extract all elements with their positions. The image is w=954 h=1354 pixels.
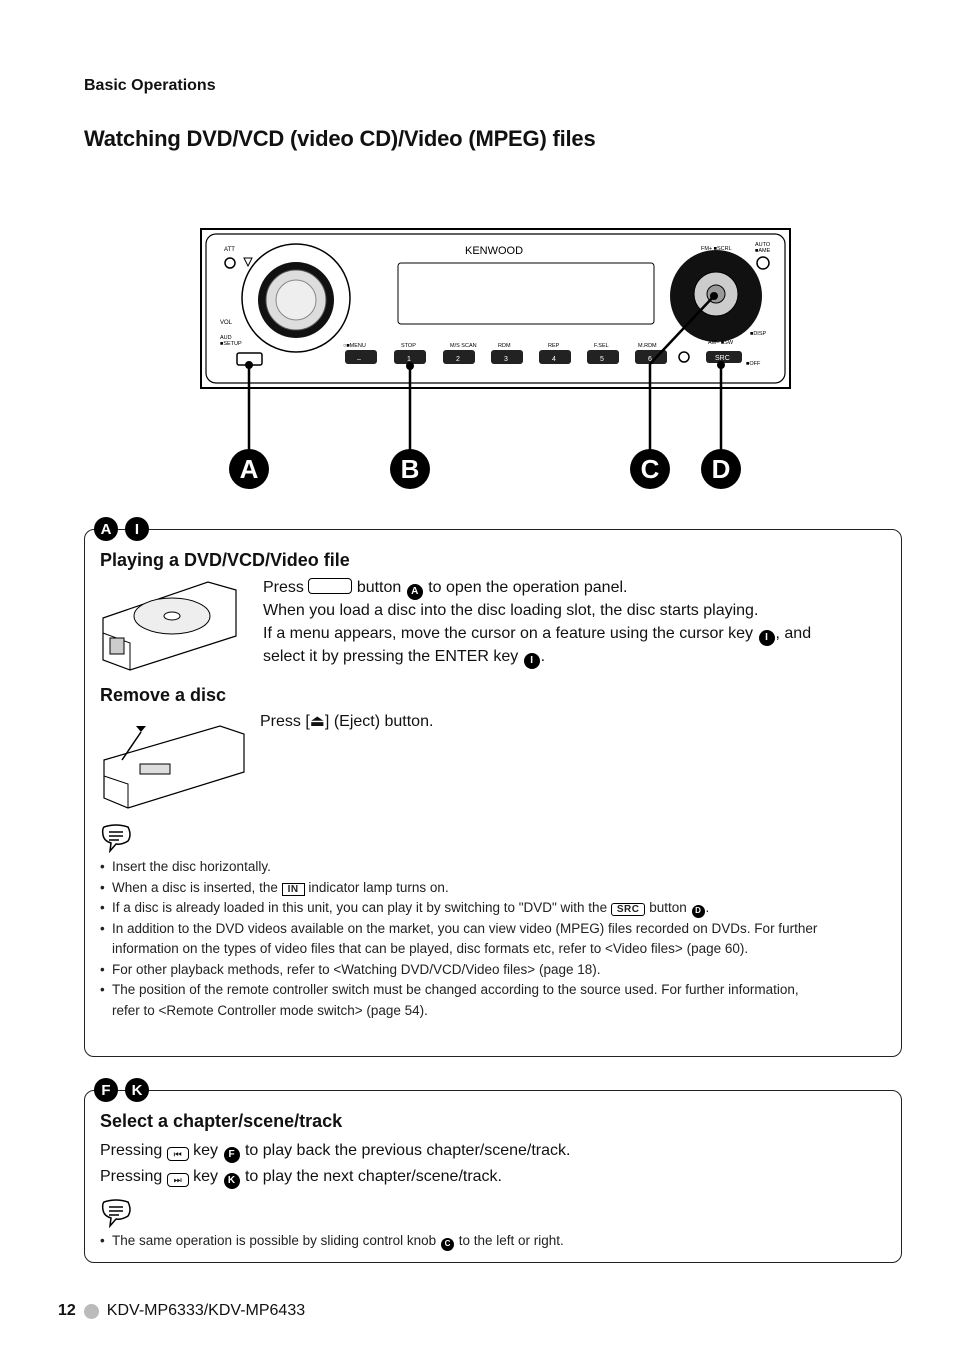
rdm-label: RDM bbox=[498, 343, 511, 349]
chapter-note: The same operation is possible by slidin… bbox=[100, 1231, 564, 1252]
ref-c: C bbox=[440, 1237, 454, 1251]
src-button-badge: SRC bbox=[610, 903, 646, 916]
open-panel-button-icon bbox=[308, 578, 353, 594]
svg-text:4: 4 bbox=[552, 356, 556, 363]
next-key-icon: ⏭ bbox=[166, 1173, 189, 1187]
ref-a: A bbox=[406, 584, 423, 601]
eject-text: Press [⏏] (Eject) button. bbox=[260, 713, 434, 730]
eject-icon: ⏏ bbox=[309, 713, 325, 730]
ref-i-2: I bbox=[523, 653, 540, 670]
svg-text:5: 5 bbox=[600, 356, 604, 363]
note-3: If a disc is already loaded in this unit… bbox=[100, 898, 890, 919]
footer: 12 KDV-MP6333/KDV-MP6433 bbox=[58, 1302, 305, 1320]
disc-insert-illustration bbox=[102, 581, 237, 671]
chapter-panel bbox=[84, 1090, 902, 1263]
page-title: Watching DVD/VCD (video CD)/Video (MPEG)… bbox=[84, 126, 596, 151]
vol-label: VOL bbox=[220, 320, 233, 326]
ref-k: K bbox=[223, 1173, 240, 1189]
ref-f: F bbox=[223, 1147, 240, 1163]
svg-text:1: 1 bbox=[407, 356, 411, 363]
ref-i: I bbox=[758, 630, 775, 646]
callout-b: B bbox=[390, 449, 430, 489]
head-unit-diagram: ATT VOL AUD ■SETUP KENWOOD – 1 2 3 4 5 6… bbox=[200, 228, 791, 450]
stop-label: STOP bbox=[401, 343, 416, 349]
page-number: 12 bbox=[58, 1302, 76, 1319]
note-icon bbox=[101, 824, 131, 853]
svg-text:2: 2 bbox=[456, 356, 460, 363]
note-2: When a disc is inserted, the IN indicato… bbox=[100, 878, 890, 899]
disp-label: ■DISP bbox=[750, 331, 766, 337]
model-name: KDV-MP6333/KDV-MP6433 bbox=[106, 1302, 306, 1319]
note-5: For other playback methods, refer to <Wa… bbox=[100, 960, 890, 981]
callout-a: A bbox=[229, 449, 269, 489]
svg-text:6: 6 bbox=[648, 356, 652, 363]
callout-c: C bbox=[630, 449, 670, 489]
playback-panel bbox=[84, 529, 902, 1057]
auto-label: AUTO bbox=[755, 242, 771, 248]
note-icon-2 bbox=[101, 1199, 131, 1228]
preset-keys: – 1 2 3 4 5 6 bbox=[345, 350, 667, 364]
setup-label: ■SETUP bbox=[220, 341, 242, 347]
tag-f: F bbox=[94, 1078, 118, 1102]
menu-label: ○■MENU bbox=[343, 343, 366, 349]
prev-key-icon: ⏮ bbox=[166, 1147, 189, 1161]
scan-label: M/S SCAN bbox=[450, 343, 477, 349]
amsw-label: AM– ■SW bbox=[708, 340, 734, 346]
ref-d: D bbox=[691, 904, 705, 918]
note-4: In addition to the DVD videos available … bbox=[100, 919, 890, 960]
brand-label: KENWOOD bbox=[465, 245, 523, 257]
bullet-dot bbox=[83, 1303, 99, 1319]
disc-eject-illustration bbox=[103, 725, 245, 809]
select-chapter-heading: Select a chapter/scene/track bbox=[100, 1111, 343, 1131]
aud-label: AUD bbox=[220, 335, 232, 341]
tag-k: K bbox=[125, 1078, 149, 1102]
chapter-text: Pressing ⏮ key F to play back the previo… bbox=[100, 1138, 570, 1190]
tag-i: I bbox=[125, 517, 149, 541]
fsel-label: F.SEL bbox=[594, 343, 609, 349]
svg-text:3: 3 bbox=[504, 356, 508, 363]
off-label: ■OFF bbox=[746, 361, 761, 367]
svg-text:–: – bbox=[357, 356, 361, 363]
att-label: ATT bbox=[224, 247, 235, 253]
src-key-label: SRC bbox=[715, 355, 730, 362]
tag-a: A bbox=[94, 517, 118, 541]
mrdm-label: M.RDM bbox=[638, 343, 657, 349]
in-indicator-badge: IN bbox=[281, 882, 305, 896]
ame-label: ■AME bbox=[755, 248, 771, 254]
playing-text: Press button A to open the operation pan… bbox=[263, 577, 883, 670]
fm-label: FM+ ■SCRL bbox=[701, 246, 732, 252]
note-1: Insert the disc horizontally. bbox=[100, 857, 890, 878]
section-label: Basic Operations bbox=[84, 77, 216, 94]
notes-list: Insert the disc horizontally. When a dis… bbox=[100, 857, 890, 1021]
playing-heading: Playing a DVD/VCD/Video file bbox=[100, 550, 350, 570]
remove-disc-heading: Remove a disc bbox=[100, 685, 227, 705]
callout-d: D bbox=[701, 449, 741, 489]
rep-label: REP bbox=[548, 343, 560, 349]
note-6: The position of the remote controller sw… bbox=[100, 980, 890, 1021]
